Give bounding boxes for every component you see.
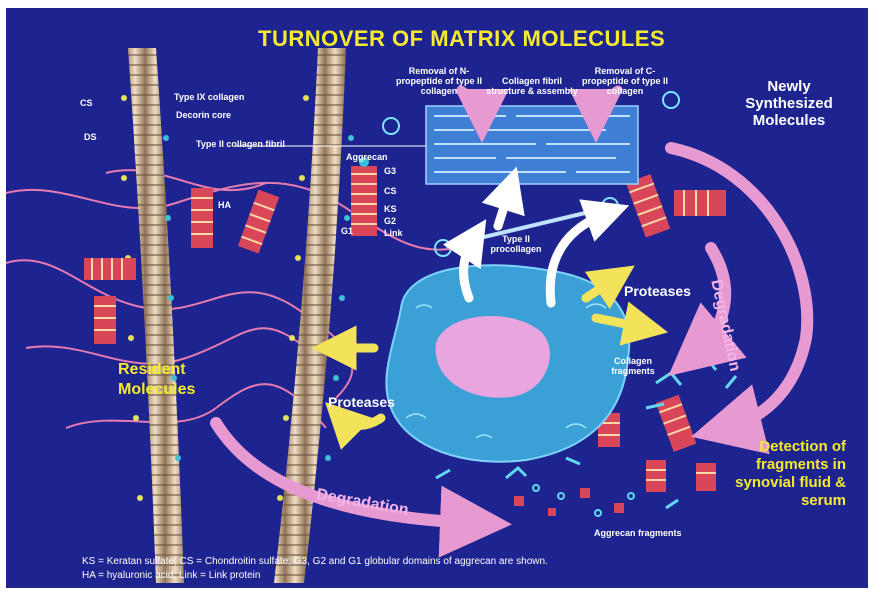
label-type-ix-collagen: Type IX collagen (174, 92, 244, 102)
footnote-line-1: KS = Keratan sulfate; CS = Chondroitin s… (82, 556, 548, 567)
label-proteases-left: Proteases (328, 394, 395, 410)
footnote-line-2: HA = hyaluronic acid; Link = Link protei… (82, 570, 260, 581)
label-ha: HA (218, 200, 231, 210)
label-g3: G3 (384, 166, 396, 176)
label-aggrecan: Aggrecan (346, 152, 388, 162)
label-proteases-right: Proteases (624, 283, 691, 299)
label-g1: G1 (341, 226, 353, 236)
label-agg-cs: CS (384, 186, 397, 196)
collagen-fibril-left (128, 48, 184, 583)
label-decorin-core: Decorin core (176, 110, 231, 120)
diagram-panel: TURNOVER OF MATRIX MOLECULES CS DS Type … (6, 8, 868, 588)
label-newly-synthesized: Newly Synthesized Molecules (734, 78, 844, 129)
diagram-title: TURNOVER OF MATRIX MOLECULES (258, 26, 665, 52)
label-ds: DS (84, 132, 97, 142)
label-type-ii-fibril: Type II collagen fibril (196, 139, 285, 149)
label-aggrecan-fragments: Aggrecan fragments (594, 528, 682, 538)
aggrecan-fragment-dots (463, 485, 634, 526)
fibril-assembly-diagram (236, 106, 638, 184)
label-collagen-fragments: Collagen fragments (606, 356, 660, 376)
label-g2: G2 (384, 216, 396, 226)
label-fibril-assembly: Collagen fibril structure & assembly (484, 76, 580, 96)
label-n-propeptide: Removal of N-propeptide of type II colla… (396, 66, 482, 96)
label-c-propeptide: Removal of C-propeptide of type II colla… (582, 66, 668, 96)
label-ks: KS (384, 204, 397, 214)
label-procollagen: Type II procollagen (488, 234, 544, 254)
label-cs: CS (80, 98, 93, 108)
label-resident-molecules: Resident Molecules (118, 360, 228, 400)
label-link: Link (384, 228, 403, 238)
label-detection: Detection of fragments in synovial fluid… (694, 438, 846, 510)
